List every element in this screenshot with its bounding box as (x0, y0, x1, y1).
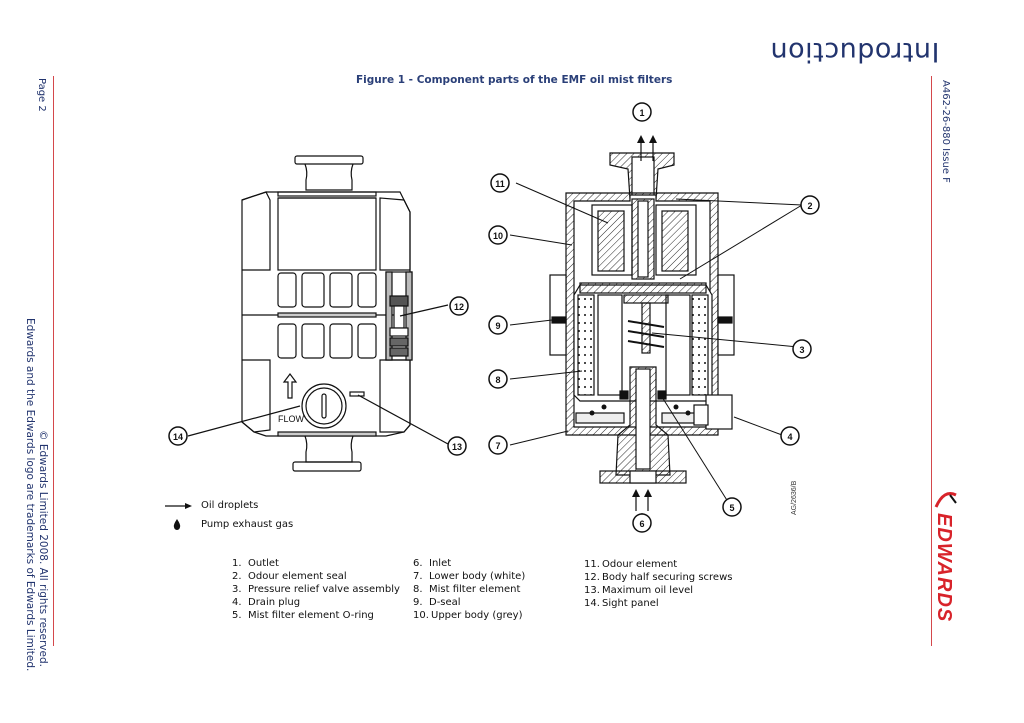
left-lug (549, 274, 567, 356)
callout-number: 6 (639, 519, 644, 529)
callout-circle (488, 315, 508, 335)
component-item: 5.Mist filter element O-ring (232, 610, 374, 621)
o-ring-left (619, 390, 629, 400)
component-item: 4.Drain plug (232, 597, 301, 608)
callout-2: 2 (800, 195, 820, 215)
callout-3: 3 (792, 339, 812, 359)
callout-number: 1 (639, 108, 644, 118)
section-title: Introduction (770, 36, 940, 67)
component-item: 11.Odour element (584, 559, 678, 570)
exterior-view-diagram: FLOW 14 13 12 (168, 155, 469, 472)
droplet-icon (173, 519, 181, 530)
oil-droplets (589, 404, 691, 416)
callout-number: 11 (495, 179, 505, 189)
bottom-flange (292, 461, 362, 472)
component-item: 3.Pressure relief valve assembly (232, 584, 400, 595)
svg-text:13: 13 (452, 442, 462, 452)
callout-circle (632, 102, 652, 122)
svg-text:14: 14 (173, 432, 183, 442)
callout-4: 4 (780, 426, 800, 446)
grille-lower (277, 323, 377, 359)
callout-14: 14 (168, 426, 188, 446)
callout-12: 12 (449, 296, 469, 316)
callout-circle (632, 513, 652, 533)
copyright-notice: © Edwards Limited 2008. All rights reser… (37, 430, 49, 667)
callout-6: 6 (632, 513, 652, 533)
callout-circle (722, 497, 742, 517)
callout-number: 9 (495, 321, 500, 331)
component-item: 7.Lower body (white) (413, 571, 526, 582)
callout-5: 5 (722, 497, 742, 517)
top-neck (304, 163, 354, 191)
oil-reservoir-left (575, 412, 625, 424)
callout-number: 4 (787, 432, 792, 442)
callout-1: 1 (632, 102, 652, 122)
figure-caption: Figure 1 - Component parts of the EMF oi… (356, 74, 673, 86)
logo-accent (949, 494, 957, 504)
d-seal-right (717, 316, 733, 324)
securing-screw-section (385, 271, 413, 361)
flow-label: FLOW (278, 414, 305, 424)
d-seal-left (551, 316, 567, 324)
callout-number: 5 (729, 503, 734, 513)
callout-circle (488, 369, 508, 389)
component-item: 6.Inlet (413, 558, 452, 569)
right-lug (717, 274, 735, 356)
component-item: 12.Body half securing screws (584, 572, 733, 583)
callout-8: 8 (488, 369, 508, 389)
callout-number: 10 (493, 231, 503, 241)
callout-circle (780, 426, 800, 446)
edwards-logo: EDWARDS (930, 485, 960, 645)
callout-circle (800, 195, 820, 215)
logo-wordmark: EDWARDS (933, 513, 955, 622)
sight-panel (301, 383, 347, 429)
callout-number: 2 (807, 201, 812, 211)
callout-7: 7 (488, 435, 508, 455)
doc-reference: A462-26-880 Issue F (940, 80, 951, 183)
legend-label: Pump exhaust gas (201, 518, 294, 530)
page-number: Page 2 (36, 78, 47, 112)
callout-number: 3 (799, 345, 804, 355)
callout-13: 13 (447, 436, 467, 456)
component-item: 8.Mist filter element (413, 584, 521, 595)
callout-circle (488, 435, 508, 455)
left-margin-rule (53, 76, 54, 646)
trademark-notice: Edwards and the Edwards logo are tradema… (24, 318, 36, 672)
component-item: 13.Maximum oil level (584, 585, 694, 596)
component-item: 1.Outlet (232, 558, 279, 569)
drain-plug (705, 394, 733, 430)
section-view-diagram: 1 2 3 4 5 6 7 8 9 10 11 AG/2636/B (488, 102, 820, 533)
gas-flow-arrows (632, 135, 657, 511)
drawing-reference: AG/2636/B (791, 480, 798, 515)
right-margin-rule (931, 76, 932, 646)
logo-swoosh (934, 492, 957, 508)
component-list-col1: 1.Outlet 2.Odour element seal 3.Pressure… (232, 557, 400, 622)
callout-11: 11 (490, 173, 510, 193)
arrow-right-icon (165, 502, 192, 509)
grille-upper (277, 272, 377, 308)
legend-item-oil-droplets: Oil droplets (165, 500, 258, 511)
callout-number: 8 (495, 375, 500, 385)
legend-item-pump-exhaust-gas: Pump exhaust gas (172, 518, 293, 530)
callout-number: 7 (495, 441, 500, 451)
component-list-col2: 6.Inlet 7.Lower body (white) 8.Mist filt… (413, 557, 525, 622)
bottom-neck (304, 435, 354, 463)
flow-arrow-icon (282, 373, 298, 399)
callout-10: 10 (488, 225, 508, 245)
callout-circle (488, 225, 508, 245)
callout-circle (490, 173, 510, 193)
o-ring-right (657, 390, 667, 400)
max-oil-level-marker (349, 391, 365, 397)
component-item: 14.Sight panel (584, 598, 659, 609)
callout-circle (792, 339, 812, 359)
callout-9: 9 (488, 315, 508, 335)
svg-text:12: 12 (454, 302, 464, 312)
top-flange (294, 155, 364, 165)
component-item: 9.D-seal (413, 597, 461, 608)
component-list-col3: 11.Odour element 12.Body half securing s… (584, 558, 732, 610)
relief-valve (623, 294, 669, 304)
legend-label: Oil droplets (201, 500, 259, 511)
component-item: 10.Upper body (grey) (413, 610, 523, 621)
component-item: 2.Odour element seal (232, 571, 347, 582)
